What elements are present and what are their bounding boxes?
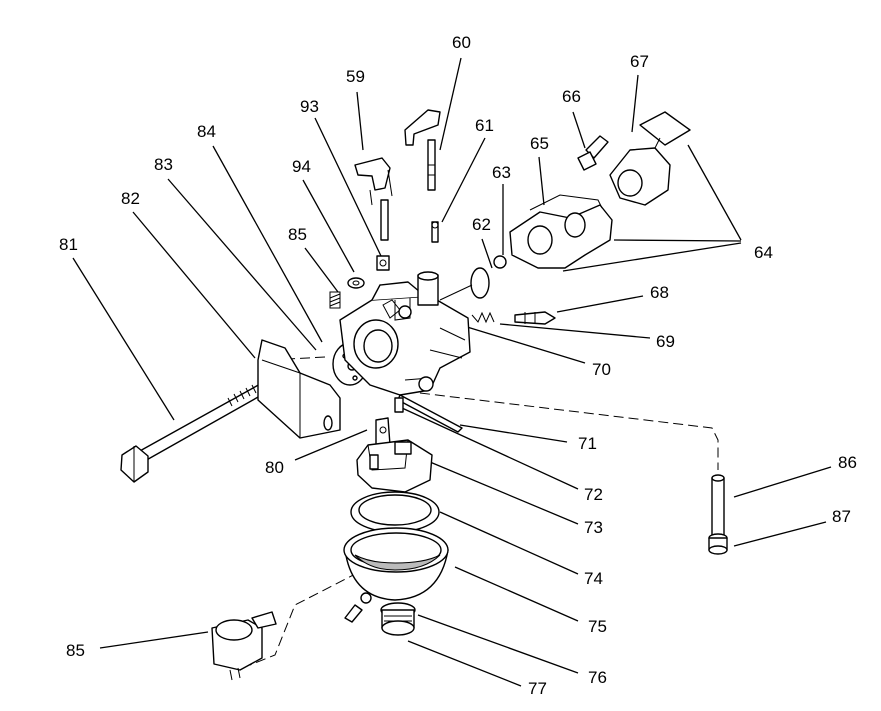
carburetor-body: [339, 271, 471, 396]
part-77-screw: [344, 592, 372, 623]
leader-68: [556, 295, 644, 313]
part-62-plate: [439, 267, 490, 301]
part-65-spacer: [509, 194, 613, 269]
callout-68: 68: [650, 283, 669, 302]
callout-59: 59: [346, 67, 365, 86]
callout-62: 62: [472, 215, 491, 234]
callout-63: 63: [492, 163, 511, 182]
part-85-clamp: [211, 611, 277, 681]
callout-64: 64: [754, 243, 773, 262]
leader-80: [294, 429, 368, 461]
callout-60: 60: [452, 33, 471, 52]
callout-71: 71: [578, 434, 597, 453]
callout-94: 94: [292, 157, 311, 176]
callout-77: 77: [528, 679, 547, 698]
callout-67: 67: [630, 52, 649, 71]
callout-74: 74: [584, 569, 603, 588]
leader-86: [733, 466, 832, 498]
leader-76: [417, 614, 579, 674]
part-67-elbow: [609, 111, 691, 206]
leader-81: [72, 257, 175, 421]
leader-73: [429, 461, 579, 525]
leader-59: [356, 91, 364, 151]
callout-82: 82: [121, 189, 140, 208]
leader-65: [538, 156, 545, 206]
leader-85a: [304, 247, 339, 293]
callout-72: 72: [584, 485, 603, 504]
part-87-fitting: [708, 533, 728, 555]
part-93-seal: [376, 255, 390, 271]
leader-74: [439, 511, 579, 575]
leader-64a: [687, 144, 742, 241]
part-73-float: [356, 439, 433, 493]
callout-87: 87: [832, 507, 851, 526]
callout-85-upper: 85: [288, 225, 307, 244]
callout-labels: 60 59 67 66 93 61 84 65 83 94 63 82 62 8…: [59, 33, 857, 698]
part-71-needle: [397, 394, 463, 433]
part-61-screw: [431, 221, 439, 243]
leader-75: [454, 566, 579, 622]
part-63-fitting: [493, 255, 507, 269]
callout-65: 65: [530, 134, 549, 153]
leader-lines: [72, 57, 832, 687]
leader-71: [459, 424, 568, 443]
callout-75: 75: [588, 617, 607, 636]
leader-64c: [562, 242, 742, 272]
callout-76: 76: [588, 668, 607, 687]
leader-66: [572, 111, 586, 149]
callout-93: 93: [300, 97, 319, 116]
leader-85b: [99, 631, 209, 649]
part-72-pin: [394, 397, 404, 413]
leader-64b: [613, 239, 742, 242]
alignment-line-85-clamp: [249, 551, 399, 666]
callout-70: 70: [592, 360, 611, 379]
part-85-spring: [329, 291, 341, 309]
leader-82: [132, 211, 256, 359]
callout-81: 81: [59, 235, 78, 254]
part-74-o-ring: [350, 491, 440, 533]
leader-87: [733, 521, 827, 547]
part-82-bracket: [257, 339, 341, 439]
callout-73: 73: [584, 518, 603, 537]
leader-61: [441, 137, 486, 223]
callout-85-lower: 85: [66, 641, 85, 660]
leader-77: [407, 640, 522, 687]
part-60-throttle-lever: [404, 109, 441, 191]
part-94-washer: [347, 277, 365, 289]
leader-84: [212, 145, 323, 343]
part-81-bolt: [120, 381, 268, 483]
alignment-line-86: [419, 392, 719, 470]
leader-94: [302, 179, 355, 273]
callout-84: 84: [197, 122, 216, 141]
part-68-screw: [514, 311, 556, 325]
callout-83: 83: [154, 155, 173, 174]
leader-67: [631, 74, 639, 133]
part-69-spring: [471, 311, 495, 324]
leader-62: [481, 238, 493, 269]
part-59-choke-lever: [354, 157, 393, 241]
part-76-bowl-nut: [380, 602, 416, 636]
leader-60: [439, 57, 462, 151]
parts: [120, 109, 728, 681]
callout-86: 86: [838, 453, 857, 472]
part-86-tube: [711, 474, 725, 537]
leader-83: [167, 178, 317, 351]
leader-72: [401, 407, 579, 490]
callout-69: 69: [656, 332, 675, 351]
callout-66: 66: [562, 87, 581, 106]
leader-93: [314, 117, 382, 257]
part-66-bolt: [577, 135, 609, 171]
leader-69: [499, 323, 651, 339]
callout-80: 80: [265, 458, 284, 477]
part-75-float-bowl: [343, 527, 449, 601]
callout-61: 61: [475, 116, 494, 135]
